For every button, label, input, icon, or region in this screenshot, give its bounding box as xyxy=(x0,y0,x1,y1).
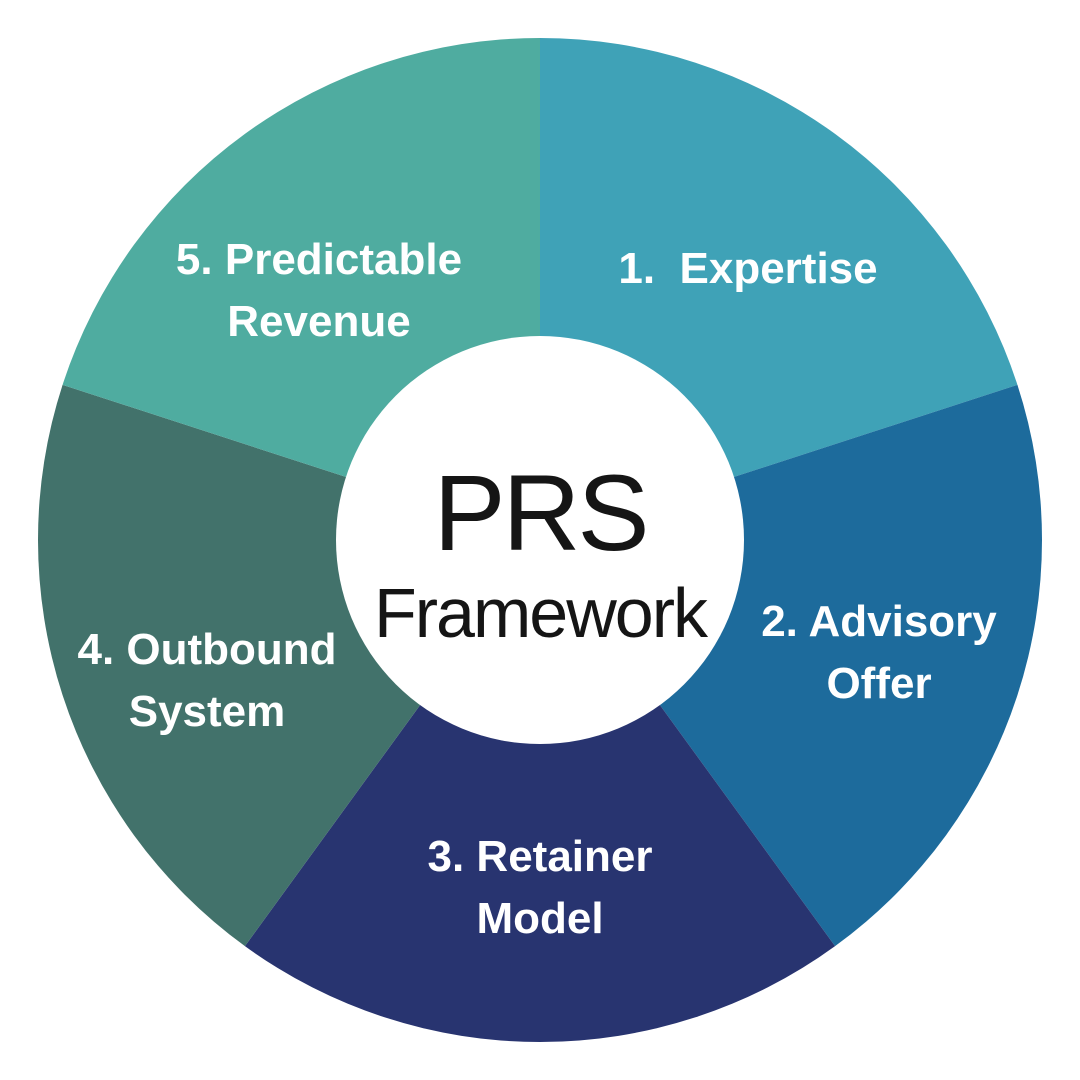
segment-label-line: Revenue xyxy=(227,297,410,346)
segment-label-line: 5. Predictable xyxy=(176,235,462,284)
segment-label-line: 2. Advisory xyxy=(761,597,997,646)
segment-wedge-3 xyxy=(244,540,836,1043)
segment-label-line: 4. Outbound xyxy=(77,625,336,674)
segment-label-line: Model xyxy=(476,894,603,943)
center-circle xyxy=(336,336,744,744)
segment-label-line: 1. Expertise xyxy=(618,244,877,293)
center-title: PRS xyxy=(433,452,646,573)
segment-label-line: System xyxy=(129,687,286,736)
center-subtitle: Framework xyxy=(374,574,709,652)
segment-label-line: Offer xyxy=(826,659,931,708)
segment-label-line: 3. Retainer xyxy=(428,832,653,881)
segment-label-1: 1. Expertise xyxy=(618,244,877,293)
